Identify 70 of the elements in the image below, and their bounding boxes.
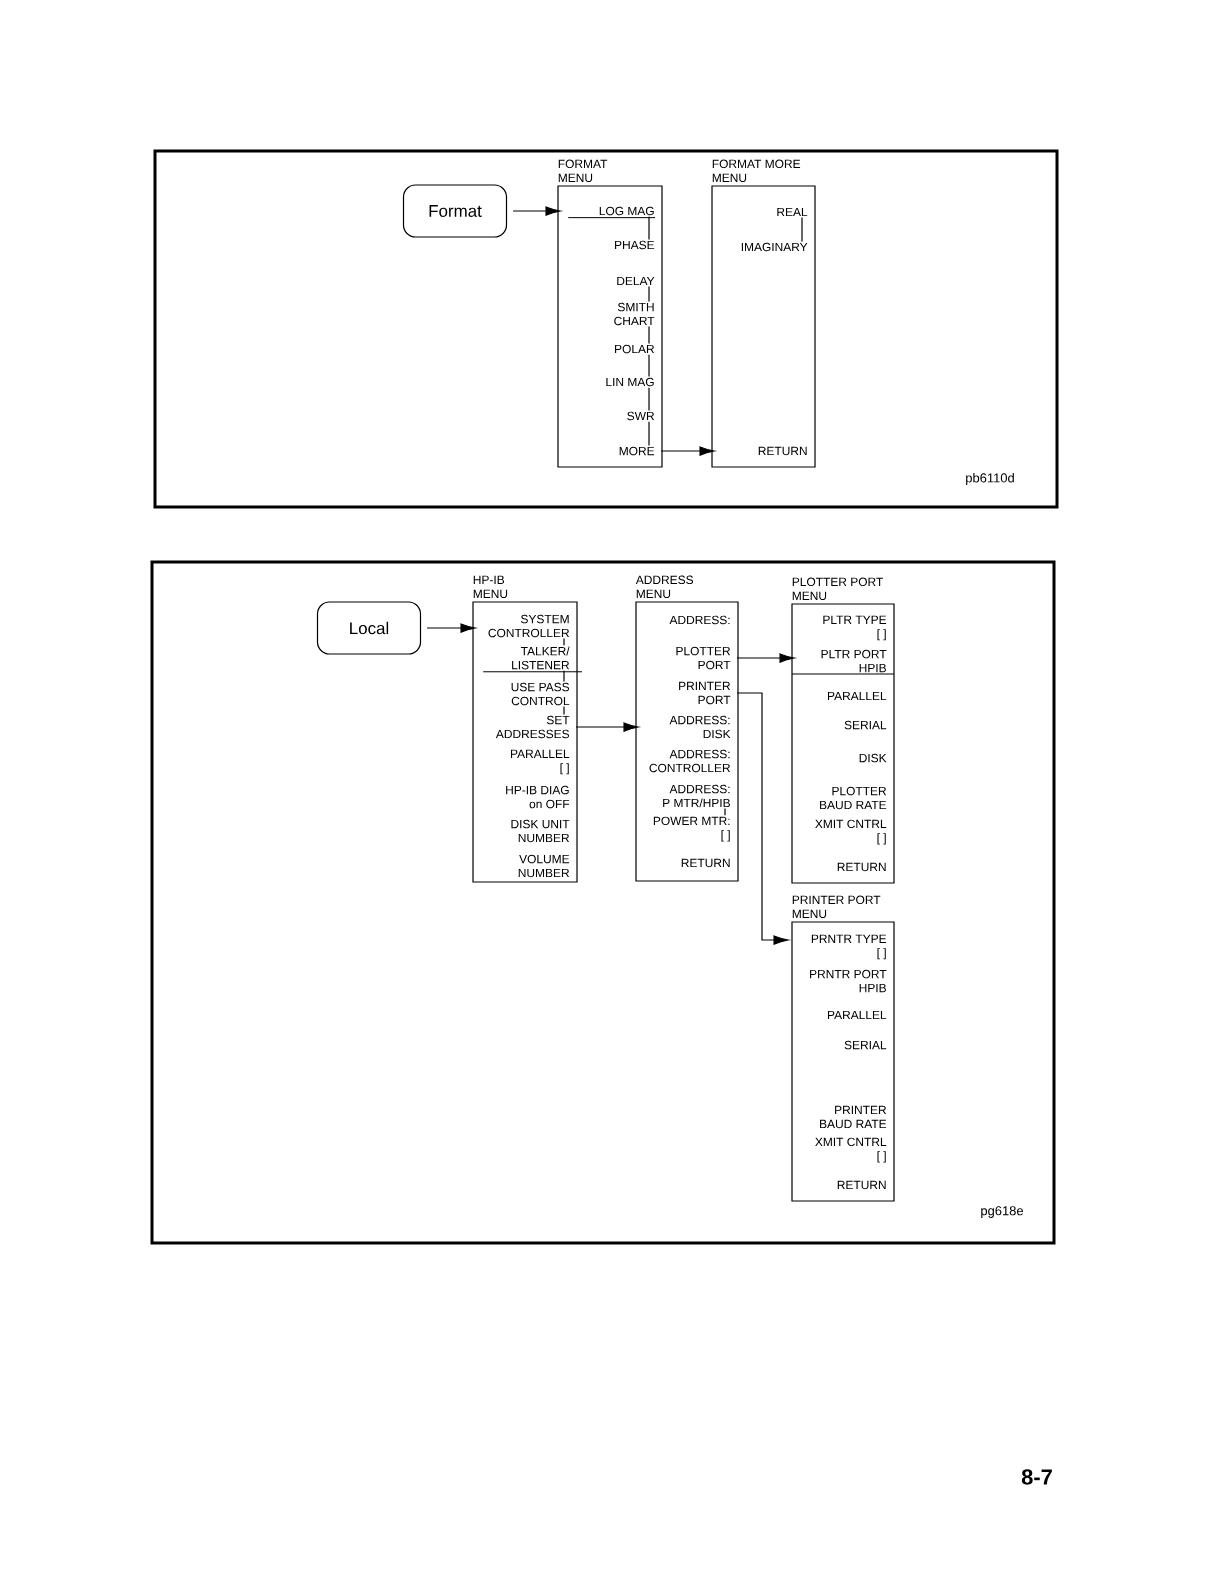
connector-line — [563, 670, 565, 682]
connector-line — [801, 216, 803, 242]
softkey-label: RETURN — [837, 862, 886, 872]
softkey-label: PRINTER BAUD RATE — [820, 1105, 887, 1129]
arrow — [660, 446, 715, 456]
softkey-label: PLTR TYPE [ ] — [823, 615, 887, 641]
softkey-label: LIN MAG — [606, 377, 654, 387]
arrow — [575, 722, 639, 732]
arrow — [736, 692, 789, 945]
softkey-label: MORE — [619, 446, 655, 456]
softkey-label: RETURN — [681, 858, 730, 868]
arrow — [736, 653, 795, 663]
menu-title: FORMAT MORE MENU — [712, 159, 801, 182]
softkey-label: POWER MTR: [ ] — [653, 816, 730, 842]
softkey-label: VOLUME NUMBER — [518, 854, 570, 878]
figure-code: pb6110d — [966, 473, 1014, 486]
softkey-label: PLOTTER PORT — [676, 646, 731, 670]
softkey-label: HP-IB DIAG on OFF — [506, 785, 570, 809]
softkey-label: ADDRESS: — [669, 615, 730, 625]
connector-line — [648, 326, 650, 344]
softkey-label: ADDRESS: CONTROLLER — [649, 749, 731, 773]
arrow — [512, 206, 561, 216]
softkey-label: ADDRESS: DISK — [669, 715, 731, 739]
arrow — [426, 623, 476, 633]
connector-line — [724, 808, 726, 816]
softkey-label: RETURN — [758, 446, 807, 456]
key-button: Local — [316, 601, 422, 655]
softkey-label: PRINTER PORT — [679, 681, 731, 705]
key-button: Format — [402, 184, 508, 238]
softkey-label: PARALLEL — [828, 1010, 887, 1020]
menu-title: ADDRESS MENU — [635, 575, 694, 598]
menu-title: PRINTER PORT MENU — [792, 895, 881, 918]
softkey-label: RETURN — [837, 1180, 886, 1190]
menu-title: HP-IB MENU — [473, 575, 508, 598]
softkey-label: PLTR PORT HPIB — [821, 649, 887, 673]
connector-line — [563, 706, 565, 715]
softkey-label: PARALLEL — [828, 691, 887, 701]
softkey-label: REAL — [777, 207, 808, 217]
softkey-label: ADDRESS: P MTR/HPIB — [663, 784, 730, 808]
softkey-label: SET ADDRESSES — [495, 715, 570, 739]
softkey-label: TALKER/ LISTENER — [512, 646, 570, 670]
softkey-label: XMIT CNTRL [ ] — [815, 1137, 887, 1163]
softkey-label: SMITH CHART — [614, 302, 655, 326]
menu-title: FORMAT MENU — [558, 159, 608, 182]
menu-title: PLOTTER PORT MENU — [792, 577, 883, 600]
softkey-label: PARALLEL [ ] — [511, 749, 570, 775]
softkey-label: POLAR — [615, 344, 655, 354]
connector-line — [648, 285, 650, 302]
softkey-label: XMIT CNTRL [ ] — [815, 819, 887, 845]
page-number: 8-7 — [1021, 1469, 1052, 1485]
softkey-label: PRNTR PORT HPIB — [810, 969, 887, 993]
softkey-label: PHASE — [615, 240, 655, 250]
softkey-label: IMAGINARY — [741, 242, 808, 252]
softkey-label: DELAY — [617, 276, 655, 286]
softkey-label: SERIAL — [844, 720, 887, 730]
softkey-label: LOG MAG — [599, 206, 654, 216]
connector-line — [648, 421, 650, 446]
softkey-label: SWR — [627, 411, 655, 421]
connector-line — [648, 387, 650, 411]
connector-line — [648, 354, 650, 377]
softkey-label: SYSTEM CONTROLLER — [488, 614, 570, 638]
softkey-label: PRNTR TYPE [ ] — [811, 934, 887, 960]
softkey-label: DISK UNIT NUMBER — [511, 819, 570, 843]
softkey-label: SERIAL — [844, 1040, 887, 1050]
softkey-label: USE PASS CONTROL — [511, 682, 570, 706]
figure-code: pg618e — [981, 1206, 1024, 1218]
connector-line — [648, 216, 650, 240]
connector-line — [563, 638, 565, 646]
softkey-label: DISK — [859, 753, 887, 763]
softkey-label: PLOTTER BAUD RATE — [820, 786, 887, 810]
